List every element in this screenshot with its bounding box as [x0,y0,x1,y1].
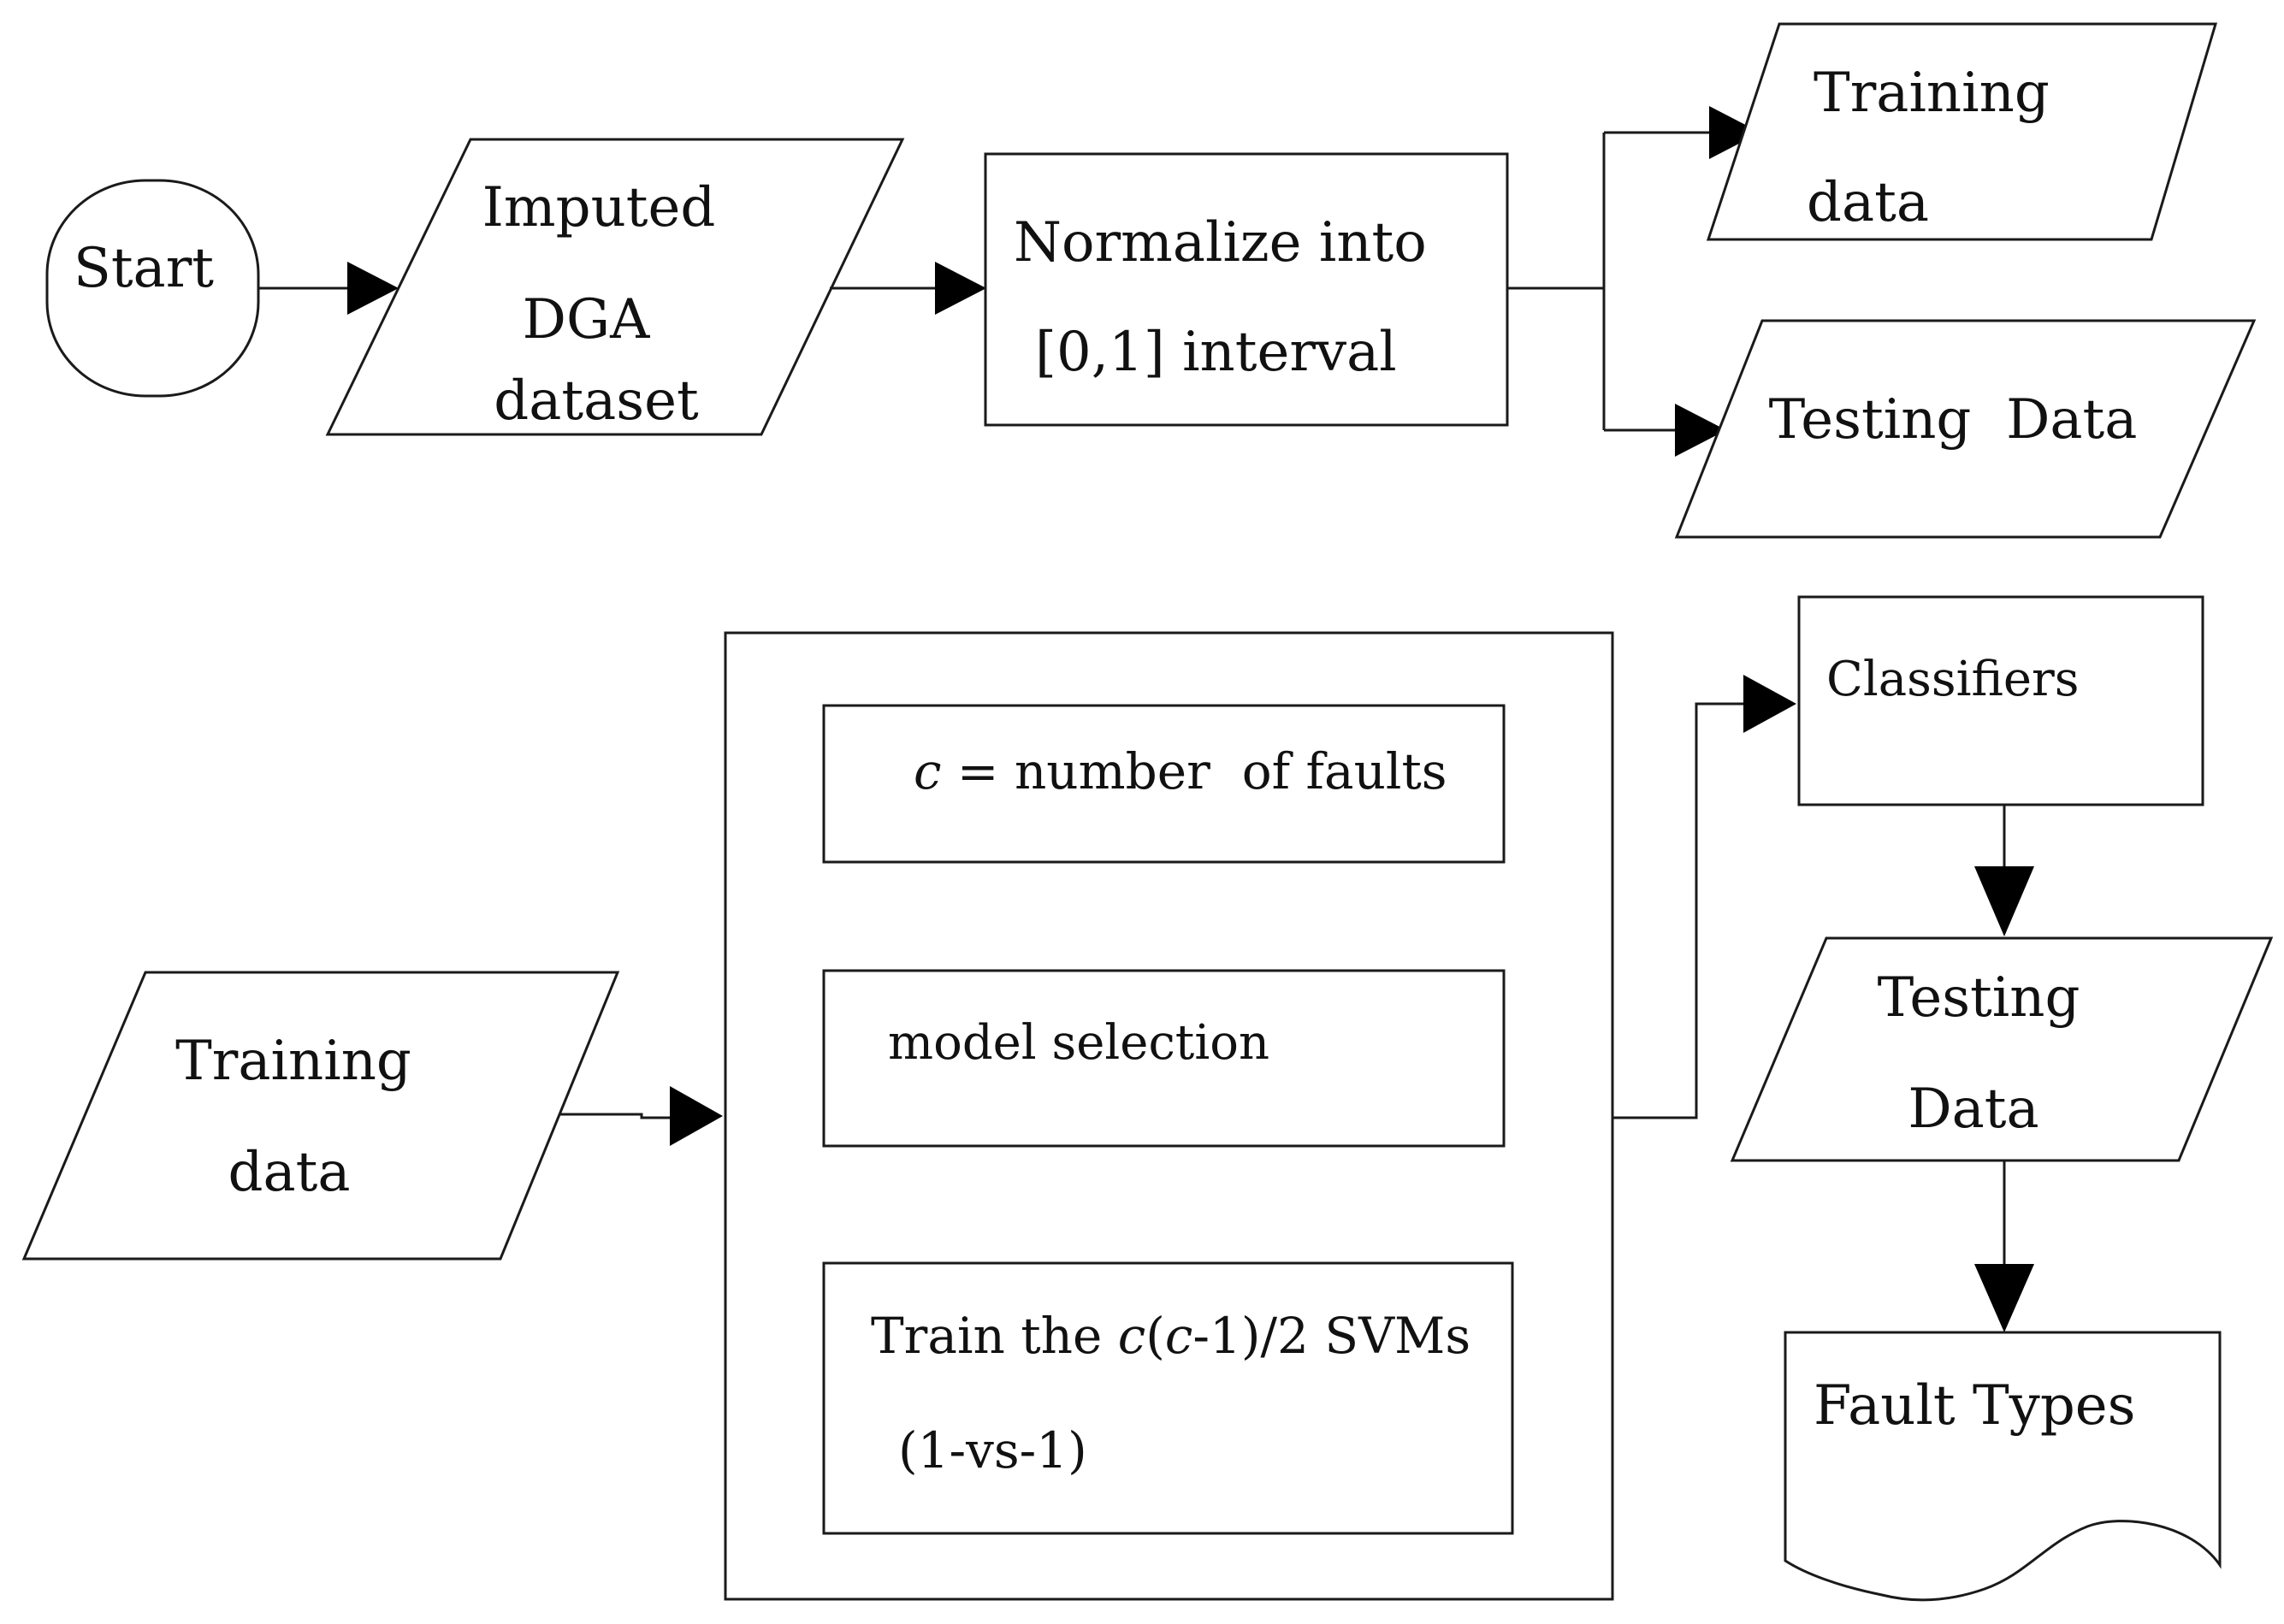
start-label: Start [74,237,214,300]
train-svms-post: -1)/2 SVMs [1192,1307,1470,1365]
testing-bottom-line-2: Data [1908,1078,2038,1141]
training-data-top-node: Training data [1706,22,2218,241]
arrow-classifiers-to-testing [1974,805,2034,936]
train-svms-box: Train the c(c-1)/2 SVMs (1-vs-1) [822,1261,1514,1535]
classifiers-label: Classifiers [1826,652,2080,707]
normalize-line-2: [0,1] interval [1035,321,1397,384]
train-svms-c2: c [1165,1307,1192,1365]
imputed-dga-dataset-node: Imputed DGA dataset [325,138,905,436]
fault-types-label: Fault Types [1814,1374,2136,1438]
c-definition-text: = number of faults [941,742,1447,800]
train-svms-pre: Train the [871,1307,1118,1365]
normalize-node: Normalize into [0,1] interval [984,152,1509,427]
split-connector [1507,106,1760,457]
imputed-line-3: dataset [494,369,699,433]
model-selection-box: model selection [822,969,1506,1148]
training-top-line-1: Training [1814,62,2050,125]
c-definition-box: c = number of faults [822,704,1506,864]
training-data-bottom-node: Training data [21,971,620,1261]
arrow-training-to-svm-block [560,1086,723,1146]
c-definition-label: c = number of faults [914,742,1447,800]
train-svms-c1: c [1118,1307,1145,1365]
arrow-imputed-to-normalize [830,262,986,315]
svm-process-container: c = number of faults model selection Tra… [724,631,1614,1601]
c-variable: c [914,742,941,800]
arrow-svm-to-classifiers [1612,675,1796,1119]
testing-data-bottom-node: Testing Data [1730,936,2274,1162]
arrow-testing-to-fault-types [1974,1160,2034,1332]
testing-top-label: Testing Data [1769,388,2138,452]
imputed-line-2: DGA [523,288,650,351]
train-svms-paren: ( [1145,1307,1165,1365]
model-selection-label: model selection [888,1015,1269,1071]
imputed-line-1: Imputed [482,176,716,239]
training-top-line-2: data [1807,171,1929,234]
start-node: Start [45,179,260,398]
normalize-line-1: Normalize into [1014,211,1427,275]
testing-data-top-node: Testing Data [1674,319,2257,539]
training-bottom-line-2: data [228,1141,351,1204]
train-svms-label: Train the c(c-1)/2 SVMs [871,1307,1470,1365]
one-vs-one-label: (1-vs-1) [898,1421,1087,1479]
testing-bottom-line-1: Testing [1878,966,2080,1030]
arrow-start-to-imputed [258,262,399,315]
fault-types-node: Fault Types [1784,1331,2222,1602]
classifiers-node: Classifiers [1797,595,2204,806]
training-bottom-line-1: Training [175,1030,411,1093]
